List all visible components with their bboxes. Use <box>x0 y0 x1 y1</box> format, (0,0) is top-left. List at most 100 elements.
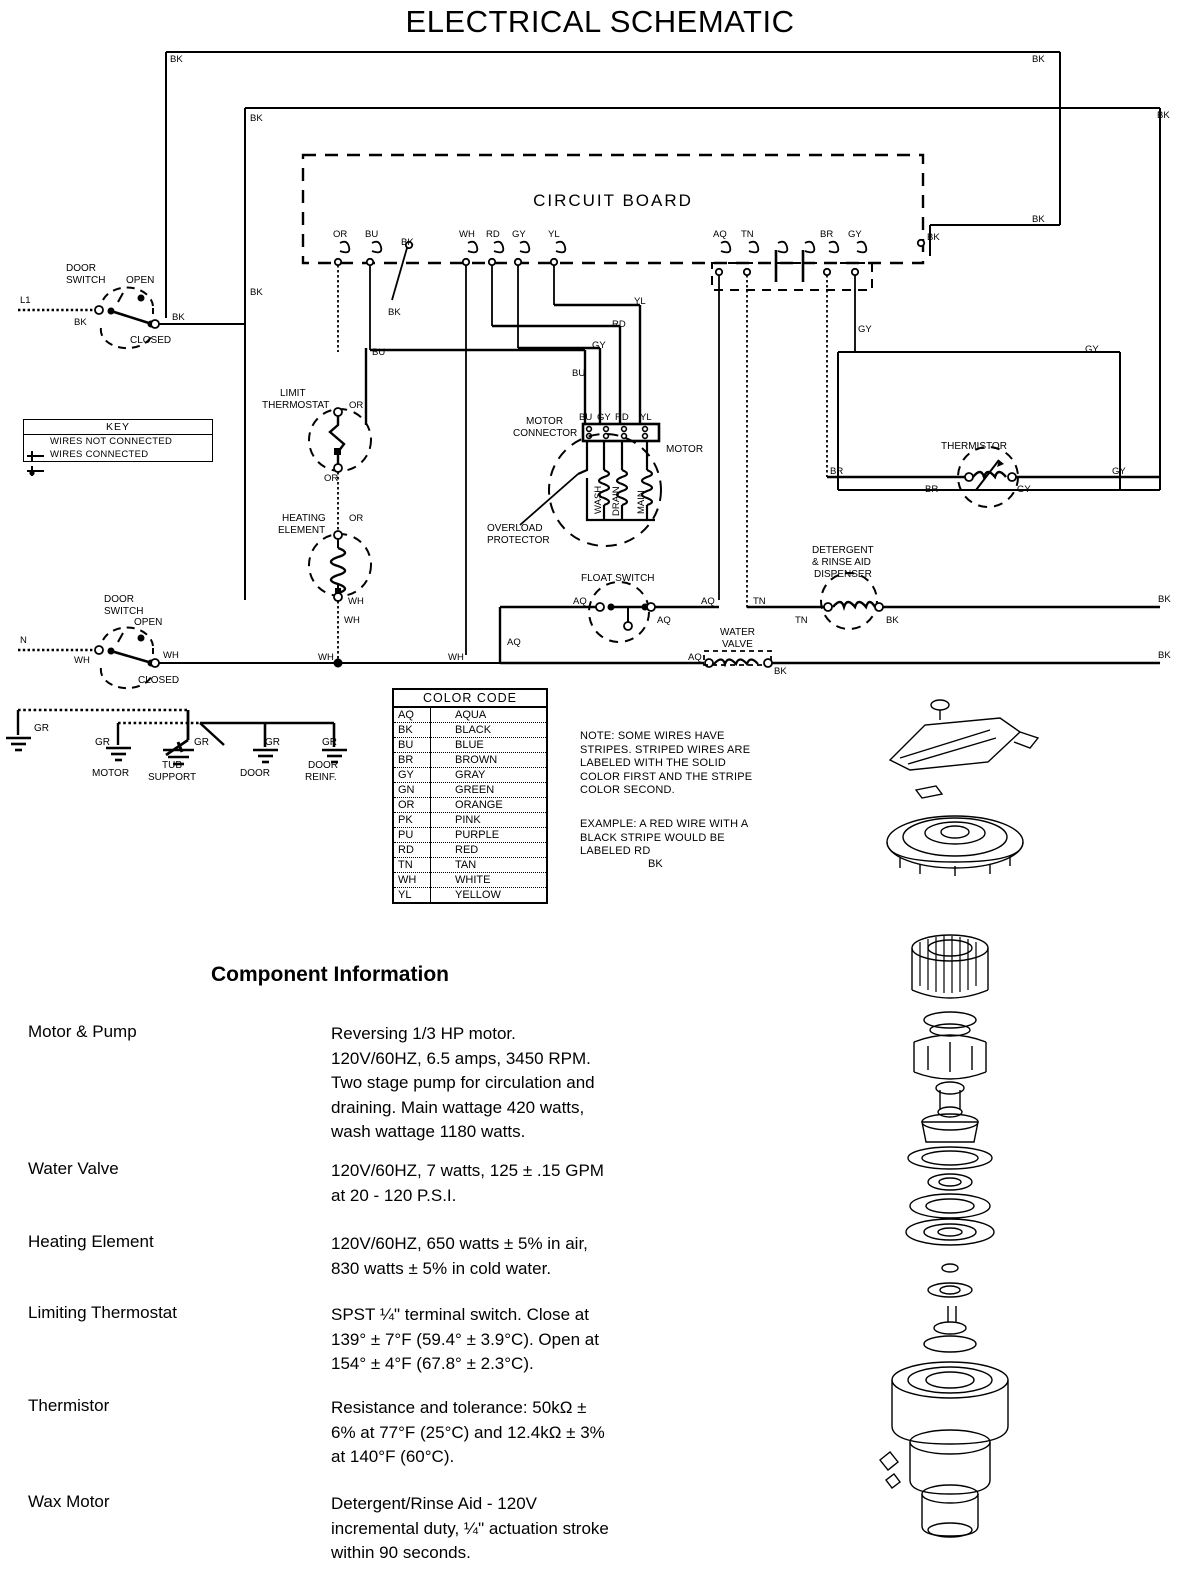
ci-value-motor-pump: Reversing 1/3 HP motor. 120V/60HZ, 6.5 a… <box>331 1024 595 1141</box>
illustration-blower-wheel <box>911 934 989 999</box>
wire-label-bk-bottom-right-2: BK <box>1158 650 1171 661</box>
stripe-example-second-color: BK <box>648 858 663 870</box>
limit-thermostat <box>308 407 372 530</box>
float-switch-label: FLOAT SWITCH <box>581 573 655 584</box>
wire-label-bk-top-right: BK <box>1032 54 1045 65</box>
overload-protector-label-1: OVERLOAD <box>487 523 543 534</box>
ground-name-motor: MOTOR <box>92 768 129 779</box>
heating-element-label-2: ELEMENT <box>278 525 325 536</box>
heating-element-bottom-wire: WH <box>348 596 364 607</box>
ci-value-wax-motor: Detergent/Rinse Aid - 120V incremental d… <box>331 1494 609 1562</box>
wire-label-tn-1: TN <box>753 596 766 607</box>
thermistor-left-wire: BR <box>925 484 938 495</box>
color-abbr: PK <box>394 812 431 828</box>
ground-name-door-reinf-2: REINF. <box>305 772 337 783</box>
wire-label-wh-3: WH <box>344 615 360 626</box>
dispenser-label-3: DISPENSER <box>814 569 872 580</box>
color-name: PINK <box>430 812 546 828</box>
ground-section <box>6 708 347 766</box>
circuit-board-label: CIRCUIT BOARD <box>533 191 693 210</box>
illustration-part-stack <box>905 1011 995 1353</box>
cb-label-tn: TN <box>741 229 754 240</box>
thermistor-label: THERMISTOR <box>941 441 1007 452</box>
ci-name-motor-pump: Motor & Pump <box>28 1022 137 1041</box>
water-valve-label-1: WATER <box>720 627 755 638</box>
cb-terminal-bu <box>365 240 383 350</box>
ci-name-limiting-thermostat: Limiting Thermostat <box>28 1303 177 1322</box>
ground-name-door: DOOR <box>240 768 270 779</box>
page-title: ELECTRICAL SCHEMATIC <box>405 4 795 39</box>
door-switch-top-label-1: DOOR <box>66 263 96 274</box>
water-valve-label-2: VALVE <box>722 639 753 650</box>
connector-block-outline <box>711 262 873 291</box>
wire-label-rd-1: RD <box>612 319 626 330</box>
cb-terminal-tn <box>742 240 760 610</box>
key-box-header: KEY <box>24 420 212 435</box>
ground-label-0: GR <box>34 723 49 734</box>
door-switch-top-in-wire: BK <box>74 317 87 328</box>
heating-element-label-1: HEATING <box>282 513 326 524</box>
limit-thermostat-label-2: THERMOSTAT <box>262 400 329 411</box>
cb-label-gy: GY <box>512 229 526 240</box>
illustration-motor-sump <box>879 1361 1009 1538</box>
motor-connector-terminal-yl: YL <box>640 412 652 423</box>
door-switch-bottom-in-wire: WH <box>74 655 90 666</box>
door-switch-bottom-out-wire: WH <box>163 650 179 661</box>
wire-label-bk-top-left: BK <box>170 54 183 65</box>
color-abbr: BK <box>394 722 431 738</box>
detergent-dispenser <box>747 572 1160 630</box>
ci-value-thermistor: Resistance and tolerance: 50kΩ ± 6% at 7… <box>331 1398 605 1466</box>
wire-label-gy-4: GY <box>1112 466 1126 477</box>
color-abbr: BU <box>394 737 431 753</box>
cb-label-yl: YL <box>548 229 560 240</box>
float-switch-left-wire: AQ <box>573 596 587 607</box>
color-name: BROWN <box>430 752 546 768</box>
water-valve <box>500 650 1160 668</box>
wire-label-wh-1: WH <box>318 652 334 663</box>
dispenser-left-wire: TN <box>795 615 808 626</box>
door-switch-bottom-closed: CLOSED <box>138 675 179 686</box>
cb-terminal-blank-1 <box>774 240 789 282</box>
terminal-l1: L1 <box>20 295 31 306</box>
door-switch-bottom-open: OPEN <box>134 617 162 628</box>
dispenser-right-wire: BK <box>886 615 899 626</box>
cb-label-aq: AQ <box>713 229 727 240</box>
ci-name-water-valve: Water Valve <box>28 1159 119 1178</box>
door-switch-bottom-label-1: DOOR <box>104 594 134 605</box>
key-symbols <box>27 451 44 476</box>
wire-label-aq-2: AQ <box>507 637 521 648</box>
wire-label-bk-cb-right: BK <box>927 232 940 243</box>
cb-terminal-yl <box>549 240 567 305</box>
key-box: KEY WIRES NOT CONNECTED WIRES CONNECTED <box>23 419 213 462</box>
color-abbr: WH <box>394 872 431 888</box>
ground-label-4: GR <box>322 737 337 748</box>
ci-value-limiting-thermostat: SPST ¼" terminal switch. Close at 139° ±… <box>331 1305 599 1373</box>
motor-connector-terminal-bu: BU <box>579 412 592 423</box>
door-switch-top <box>18 286 245 350</box>
wire-label-yl-1: YL <box>634 296 646 307</box>
wire-label-bu-1: BU <box>372 347 385 358</box>
overload-protector-label-2: PROTECTOR <box>487 535 550 546</box>
motor-connector-terminal-rd: RD <box>615 412 629 423</box>
cb-terminal-blank-2 <box>801 240 816 282</box>
wire-label-bk-bottom-right-1: BK <box>1158 594 1171 605</box>
color-abbr: RD <box>394 842 431 858</box>
motor-label: MOTOR <box>666 444 703 455</box>
color-name: BLUE <box>430 737 546 753</box>
cb-terminal-rd <box>487 240 505 326</box>
wire-label-wh-2: WH <box>448 652 464 663</box>
color-abbr: BR <box>394 752 431 768</box>
heating-element <box>308 530 372 668</box>
ci-value-water-valve: 120V/60HZ, 7 watts, 125 ± .15 GPM at 20 … <box>331 1161 604 1205</box>
color-name: ORANGE <box>430 797 546 813</box>
cb-label-bk: BK <box>401 237 414 248</box>
cb-terminal-aq <box>714 240 732 600</box>
color-code-header: COLOR CODE <box>394 690 546 708</box>
